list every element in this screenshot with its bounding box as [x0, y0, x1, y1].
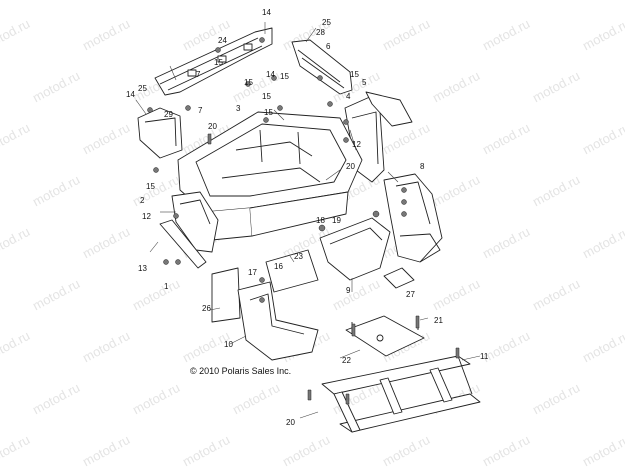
callout-number: 19 — [332, 216, 341, 225]
callout-number: 18 — [316, 216, 325, 225]
callout-number: 9 — [346, 286, 351, 295]
cargo-box — [177, 111, 363, 241]
callout-number: 14 — [266, 70, 275, 79]
callout-number: 15 — [264, 108, 273, 117]
callout-number: 7 — [198, 106, 203, 115]
callout-number: 21 — [434, 316, 443, 325]
left-fender-bracket — [137, 107, 183, 159]
leader-lines — [135, 22, 481, 419]
sheet — [211, 267, 241, 323]
storage-bin — [383, 173, 443, 263]
callout-number: 12 — [142, 212, 151, 221]
callout-number: 8 — [420, 162, 425, 171]
callout-number: 26 — [202, 304, 211, 313]
callout-number: 5 — [362, 78, 367, 87]
callout-number: 25 — [138, 84, 147, 93]
callout-number: 28 — [316, 28, 325, 37]
left-side-panel — [171, 191, 219, 253]
callout-number: 14 — [126, 90, 135, 99]
callout-number: 4 — [346, 92, 351, 101]
decal-panel — [265, 249, 319, 293]
callout-number: 15 — [214, 58, 223, 67]
small-pad — [383, 267, 415, 289]
callout-number: 24 — [218, 36, 227, 45]
callout-number: 10 — [224, 340, 233, 349]
callout-number: 27 — [406, 290, 415, 299]
skid-plate — [345, 315, 425, 357]
callout-number: 20 — [286, 418, 295, 427]
copyright-notice: © 2010 Polaris Sales Inc. — [190, 366, 292, 376]
floor-tray — [319, 217, 391, 281]
callout-number: 7 — [196, 70, 201, 79]
left-strip — [159, 219, 207, 269]
callout-number: 15 — [350, 70, 359, 79]
callout-number: 2 — [140, 196, 145, 205]
right-rack-rail — [291, 39, 353, 95]
lower-frame — [321, 355, 481, 433]
callout-number: 1 — [164, 282, 169, 291]
callout-number: 6 — [326, 42, 331, 51]
callout-number: 16 — [274, 262, 283, 271]
fasteners — [147, 37, 460, 405]
callout-number: 15 — [280, 72, 289, 81]
callout-number: 3 — [236, 104, 241, 113]
callout-number: 20 — [208, 122, 217, 131]
callout-number: 15 — [244, 78, 253, 87]
callout-number: 11 — [480, 352, 489, 361]
callout-number: 14 — [262, 8, 271, 17]
callout-number: 17 — [248, 268, 257, 277]
callout-number: 20 — [346, 162, 355, 171]
callout-number: 23 — [294, 252, 303, 261]
rear-rack-rail — [154, 27, 273, 96]
callout-number: 29 — [164, 110, 173, 119]
callout-number: 13 — [138, 264, 147, 273]
callout-number: 12 — [352, 140, 361, 149]
lower-tray — [237, 281, 319, 361]
callout-number: 15 — [146, 182, 155, 191]
callout-number: 22 — [342, 356, 351, 365]
callout-number: 25 — [322, 18, 331, 27]
callout-number: 15 — [262, 92, 271, 101]
